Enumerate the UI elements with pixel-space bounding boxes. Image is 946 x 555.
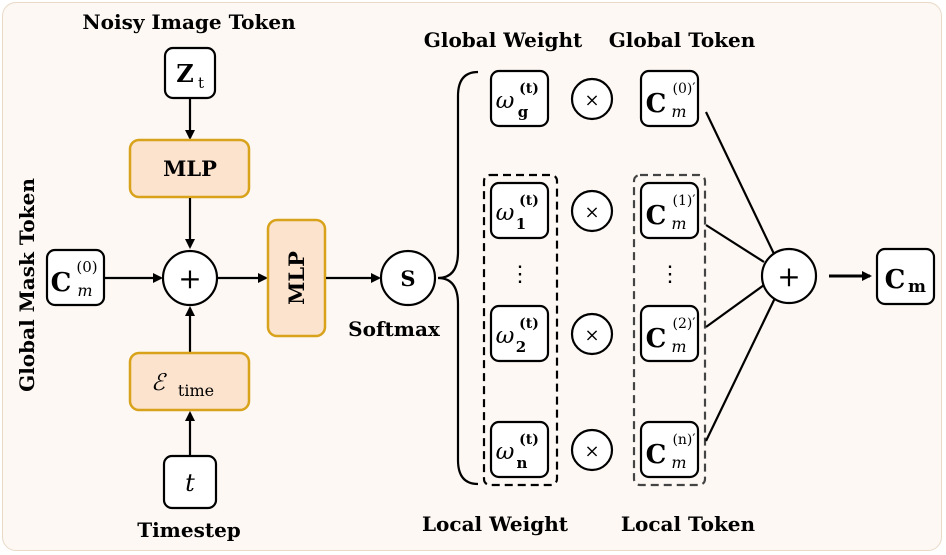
- vdots-weights: ⋮: [509, 262, 531, 287]
- svg-text:×: ×: [584, 90, 599, 111]
- svg-text:C: C: [51, 268, 72, 298]
- svg-text:time: time: [178, 381, 214, 400]
- softmax-node: S: [379, 249, 437, 307]
- line-token-1-to-sum: [705, 224, 765, 263]
- svg-text:+: +: [178, 262, 201, 295]
- svg-text:(0): (0): [76, 258, 97, 276]
- token-local-1: C (1)′ m: [639, 181, 700, 240]
- svg-text:C: C: [646, 201, 667, 231]
- svg-text:C: C: [885, 265, 906, 295]
- svg-text:S: S: [400, 266, 415, 291]
- svg-text:(t): (t): [519, 432, 539, 448]
- svg-text:m: m: [77, 281, 92, 300]
- svg-text:m: m: [671, 453, 686, 472]
- svg-text:t: t: [185, 469, 195, 497]
- svg-text:(n)′: (n)′: [672, 432, 695, 448]
- global-mask-token-label: Global Mask Token: [15, 178, 39, 392]
- times-node-global: ×: [570, 77, 614, 121]
- svg-text:ω: ω: [496, 323, 515, 349]
- local-token-group: [632, 173, 707, 487]
- svg-text:ω: ω: [496, 200, 515, 226]
- times-node-n: ×: [570, 428, 614, 472]
- weight-global: ω (t) g: [489, 69, 550, 128]
- svg-text:(t): (t): [519, 81, 539, 97]
- vdots-tokens: ⋮: [659, 262, 681, 287]
- mlp-middle-block: MLP: [266, 218, 327, 338]
- svg-text:n: n: [517, 454, 528, 472]
- global-mask-token-box: C (0) m: [45, 248, 106, 307]
- svg-text:ω: ω: [496, 439, 515, 465]
- svg-text:1: 1: [516, 215, 526, 233]
- svg-text:+: +: [777, 260, 800, 293]
- softmax-split-brace: [437, 70, 479, 486]
- svg-text:(1)′: (1)′: [672, 193, 695, 209]
- svg-text:MLP: MLP: [284, 251, 309, 305]
- weight-local-n: ω (t) n: [489, 420, 550, 479]
- svg-text:(t): (t): [519, 193, 539, 209]
- svg-text:MLP: MLP: [163, 156, 217, 181]
- local-weight-group: [482, 173, 559, 487]
- svg-text:(0)′: (0)′: [672, 81, 695, 97]
- plus-node-left: +: [161, 249, 219, 307]
- local-weight-label: Local Weight: [422, 512, 569, 536]
- weight-local-2: ω (t) 2: [489, 304, 550, 363]
- times-node-2: ×: [570, 312, 614, 356]
- noisy-image-token-label: Noisy Image Token: [82, 10, 296, 34]
- svg-text:C: C: [646, 324, 667, 354]
- token-local-n: C (n)′ m: [639, 420, 700, 479]
- svg-text:t: t: [198, 74, 204, 92]
- plus-node-right: +: [760, 247, 818, 305]
- local-token-label: Local Token: [621, 512, 756, 536]
- weight-local-1: ω (t) 1: [489, 181, 550, 240]
- line-token-2-to-sum: [705, 284, 765, 328]
- token-local-2: C (2)′ m: [639, 304, 700, 363]
- svg-text:m: m: [671, 337, 686, 356]
- svg-text:×: ×: [584, 325, 599, 346]
- svg-text:ω: ω: [496, 88, 515, 114]
- svg-text:×: ×: [584, 202, 599, 223]
- line-token-n-to-sum: [705, 297, 776, 442]
- svg-text:2: 2: [516, 338, 526, 356]
- time-embedding-block: ℰ time: [128, 351, 251, 412]
- svg-text:Z: Z: [176, 59, 194, 88]
- svg-text:g: g: [518, 103, 529, 121]
- token-global: C (0)′ m: [639, 69, 700, 128]
- mlp-top-block: MLP: [128, 138, 251, 199]
- softmax-label: Softmax: [348, 317, 441, 341]
- output-token-box: C m: [875, 247, 936, 306]
- noisy-image-token-box: Z t: [163, 46, 217, 100]
- svg-text:ℰ: ℰ: [151, 370, 167, 396]
- line-token-global-to-sum: [705, 111, 776, 257]
- svg-text:m: m: [908, 277, 926, 297]
- times-node-1: ×: [570, 189, 614, 233]
- global-token-label: Global Token: [609, 28, 756, 52]
- svg-text:(2)′: (2)′: [672, 316, 695, 332]
- timestep-input-box: t: [162, 454, 218, 510]
- svg-text:×: ×: [584, 441, 599, 462]
- svg-text:(t): (t): [519, 316, 539, 332]
- svg-text:C: C: [646, 440, 667, 470]
- svg-text:C: C: [646, 89, 667, 119]
- global-weight-label: Global Weight: [424, 28, 583, 52]
- timestep-label: Timestep: [137, 518, 241, 542]
- svg-text:m: m: [671, 102, 686, 121]
- svg-text:m: m: [671, 214, 686, 233]
